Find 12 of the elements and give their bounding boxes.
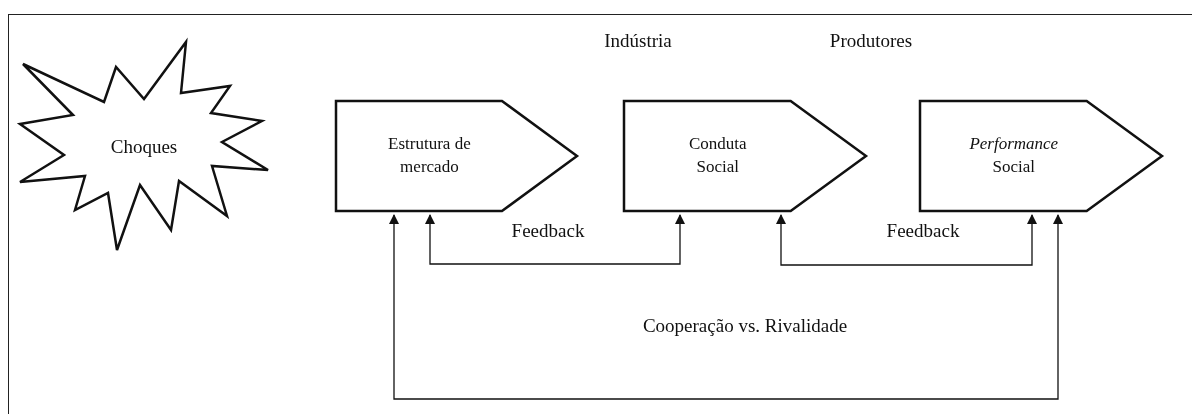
node-text: Estrutura de mercado	[387, 133, 472, 178]
edge-label: Feedback	[511, 220, 585, 242]
connector-arrow	[425, 214, 685, 265]
edge-label: Feedback	[886, 220, 960, 242]
node-text: Conduta Social	[687, 133, 748, 178]
connector-arrow	[776, 214, 1037, 266]
node-text: Performance Social	[968, 133, 1060, 178]
connector-arrow	[389, 214, 1063, 400]
edge-label: Cooperação vs. Rivalidade	[642, 315, 848, 337]
heading-label: Indústria	[604, 30, 672, 52]
heading-label: Produtores	[829, 30, 913, 52]
node-text: Choques	[109, 135, 179, 160]
